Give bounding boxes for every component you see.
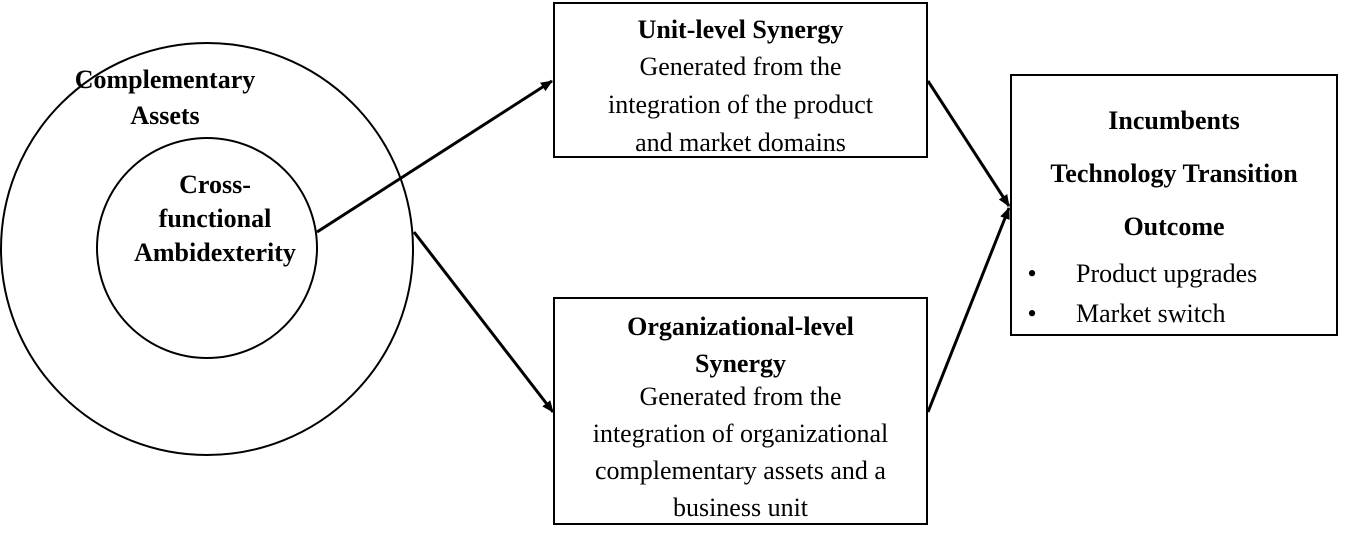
outer-label-line: Assets: [130, 101, 200, 130]
org-synergy-title: Organizational-level Synergy: [555, 308, 926, 382]
outer-label-line: Complementary: [74, 65, 256, 94]
org-title-line: Organizational-level: [627, 312, 854, 341]
outcome-title-line: Outcome: [1123, 212, 1225, 241]
outcome-title-line: Incumbents: [1108, 106, 1240, 135]
arrow-org-to-outcome: [926, 207, 1011, 413]
arrow-to-unit-synergy: [316, 79, 553, 234]
unit-synergy-description: Generated from the integration of the pr…: [555, 48, 926, 162]
arrow-to-org-synergy: [412, 231, 555, 413]
complementary-assets-label: Complementary Assets: [60, 62, 270, 134]
list-item: • Market switch: [1024, 294, 1334, 334]
list-item: • Product upgrades: [1024, 254, 1334, 294]
outcome-title-line: Technology Transition: [1050, 159, 1298, 188]
org-desc-line: Generated from the: [639, 382, 842, 411]
outcome-list: • Product upgrades • Market switch: [1024, 254, 1334, 334]
cross-functional-ambidexterity-label: Cross- functional Ambidexterity: [110, 168, 320, 270]
bullet-icon: •: [1027, 299, 1037, 328]
transition-outcome-box: Incumbents Technology Transition Outcome…: [1010, 74, 1338, 336]
unit-desc-line: integration of the product: [608, 90, 873, 119]
unit-synergy-title: Unit-level Synergy: [637, 15, 844, 44]
org-desc-line: complementary assets and a: [595, 456, 886, 485]
org-desc-line: integration of organizational: [592, 419, 889, 448]
unit-level-synergy-box: Unit-level Synergy Generated from the in…: [553, 2, 928, 158]
org-synergy-description: Generated from the integration of organi…: [555, 378, 926, 526]
outcome-item-label: Product upgrades: [1076, 259, 1258, 288]
inner-label-line: Cross-: [179, 170, 251, 199]
inner-label-line: functional: [158, 204, 272, 233]
org-title-line: Synergy: [695, 349, 786, 378]
bullet-icon: •: [1027, 259, 1037, 288]
org-desc-line: business unit: [672, 493, 809, 522]
inner-label-line: Ambidexterity: [134, 238, 296, 267]
unit-desc-line: Generated from the: [639, 52, 842, 81]
inner-circle: [96, 137, 318, 359]
unit-desc-line: and market domains: [635, 128, 846, 157]
outcome-title: Incumbents Technology Transition Outcome: [1012, 94, 1336, 253]
arrow-unit-to-outcome: [926, 80, 1011, 207]
outcome-item-label: Market switch: [1076, 299, 1226, 328]
organizational-level-synergy-box: Organizational-level Synergy Generated f…: [553, 297, 928, 525]
outer-circle: [0, 42, 414, 456]
